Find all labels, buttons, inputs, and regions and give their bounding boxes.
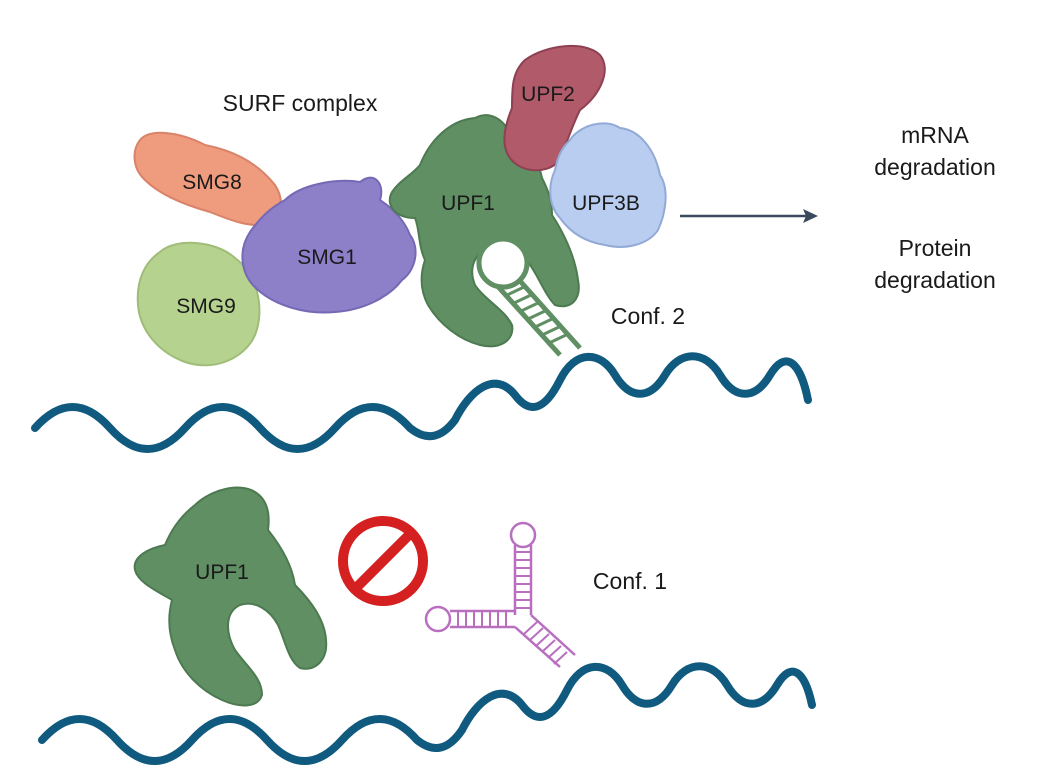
- rna-hairpin-loop-conf2: [476, 236, 530, 290]
- smg9-label: SMG9: [176, 295, 236, 318]
- protein-degradation-line2: degradation: [874, 267, 996, 293]
- smg1-protein: [241, 176, 417, 314]
- mrna-strand-bottom: [38, 662, 816, 765]
- smg9-protein: [136, 241, 261, 367]
- conf2-label: Conf. 2: [611, 303, 685, 329]
- smg8-label: SMG8: [182, 171, 242, 194]
- upf1-label-bottom: UPF1: [195, 561, 249, 584]
- prohibition-sign-icon: [338, 516, 428, 606]
- protein-degradation-line1: Protein: [899, 235, 972, 261]
- upf3b-label: UPF3B: [572, 192, 640, 215]
- mrna-strand-top: [31, 352, 812, 453]
- arrow-right-icon: [680, 209, 818, 223]
- conf1-label: Conf. 1: [593, 568, 667, 594]
- smg1-label: SMG1: [297, 246, 357, 269]
- rna-three-way-junction-conf1: [424, 521, 576, 668]
- upf1-label-top: UPF1: [441, 192, 495, 215]
- upf2-label: UPF2: [521, 83, 575, 106]
- upf3b-protein: [549, 122, 667, 248]
- upf1-protein-bottom: [133, 486, 328, 707]
- mrna-degradation-line1: mRNA: [901, 122, 969, 148]
- mrna-degradation-line2: degradation: [874, 154, 996, 180]
- surf-complex-label: SURF complex: [223, 90, 378, 116]
